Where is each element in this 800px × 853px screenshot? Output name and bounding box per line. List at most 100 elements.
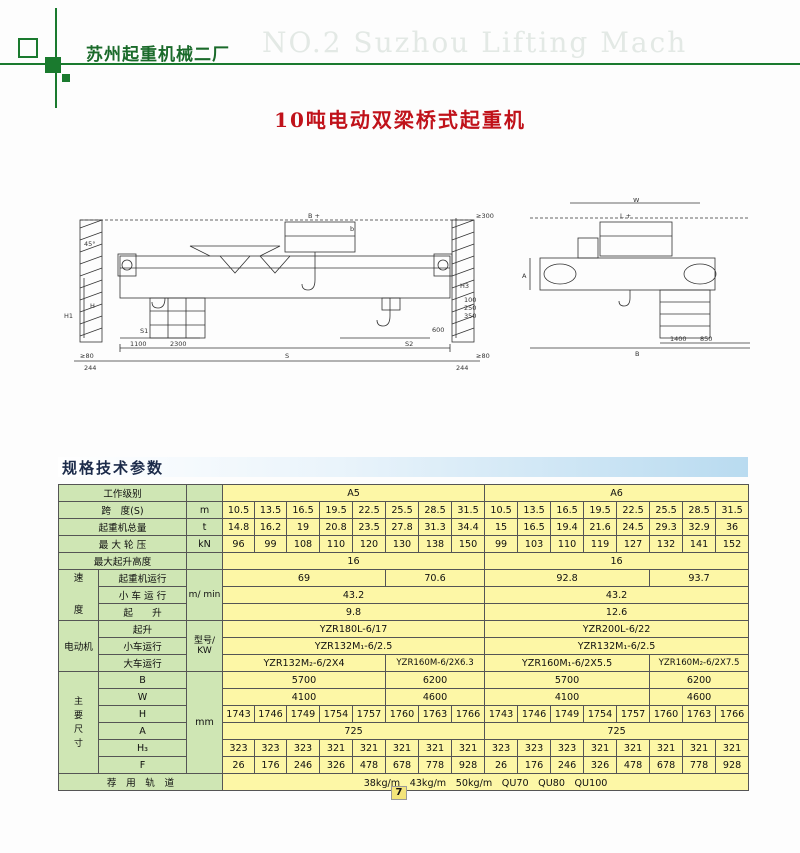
- cell: 1763: [682, 705, 717, 723]
- label-lift-height: 最大起升高度: [58, 552, 187, 570]
- cell: 26: [222, 756, 255, 774]
- cell: 16.5: [517, 518, 552, 536]
- cell: 1763: [418, 705, 452, 723]
- cell: 16.2: [254, 518, 287, 536]
- dim-80-right: ≥80: [476, 352, 490, 360]
- logo-square-outline: [18, 38, 38, 58]
- cell: 43.2: [484, 586, 750, 604]
- label-span: 跨 度(S): [58, 501, 187, 519]
- cell: 1766: [450, 705, 486, 723]
- end-truck-right: [433, 253, 453, 277]
- cell: YZR132M₁-6/2.5: [484, 637, 750, 655]
- crane-drawing: 45° B + b ≥300 H1 H H3 100 250 350 S1 11…: [64, 198, 750, 372]
- cell: 70.6: [384, 569, 486, 587]
- cell: 15: [484, 518, 519, 536]
- row-hoist: 起 升 9.8 12.6: [59, 603, 750, 621]
- cell: 321: [319, 739, 353, 757]
- cell: 92.8: [484, 569, 651, 587]
- row-dim-b: 主 要 尺 寸 B mm 5700 6200 5700 6200: [58, 671, 750, 774]
- cell: 326: [319, 756, 353, 774]
- cell: 130: [385, 535, 419, 553]
- row-dim-a: A 725 725: [59, 722, 750, 740]
- dim-s2: S2: [405, 340, 413, 348]
- cell: 19: [286, 518, 320, 536]
- label-a: A: [98, 722, 187, 740]
- cell: 725: [484, 722, 750, 740]
- cell: YZR200L-6/22: [484, 620, 750, 638]
- label-motor: 电动机: [58, 620, 99, 672]
- cell: 928: [450, 756, 486, 774]
- cell: 13.5: [517, 501, 552, 519]
- cell: 1743: [222, 705, 255, 723]
- cell: 132: [649, 535, 684, 553]
- dim-244-right: 244: [456, 364, 468, 372]
- group-a6: A6: [484, 484, 750, 502]
- cell: 31.5: [450, 501, 486, 519]
- left-wall: [79, 219, 103, 343]
- cell: 96: [222, 535, 255, 553]
- page-number: 7: [391, 786, 407, 800]
- dim-80-left: ≥80: [80, 352, 94, 360]
- unit-wheel: kN: [186, 535, 223, 553]
- unit-blank: [186, 484, 223, 502]
- cell: 19.4: [550, 518, 585, 536]
- cell: 176: [517, 756, 552, 774]
- operator-cab: [149, 297, 206, 339]
- cell: 25.5: [385, 501, 419, 519]
- cell: 778: [682, 756, 717, 774]
- unit-blank: [186, 552, 223, 570]
- label-motor-hoist: 起升: [98, 620, 187, 638]
- label-w: W: [98, 688, 187, 706]
- cell: 31.3: [418, 518, 452, 536]
- dim-h: H: [90, 302, 95, 310]
- row-trolley-travel: 小 车 运 行 43.2 43.2: [59, 586, 750, 604]
- cell: 13.5: [254, 501, 287, 519]
- cell: 1754: [319, 705, 353, 723]
- cell: 321: [649, 739, 684, 757]
- label-hoist: 起 升: [98, 603, 187, 621]
- cell: 108: [286, 535, 320, 553]
- cell: 1746: [517, 705, 552, 723]
- cell: 323: [517, 739, 552, 757]
- cell: 93.7: [649, 569, 750, 587]
- unit-motor: 型号/ KW: [186, 620, 223, 672]
- dim-1400: 1400: [670, 335, 687, 343]
- cell: YZR160M₂-6/2X7.5: [649, 654, 750, 672]
- cell: 150: [450, 535, 486, 553]
- cell: 323: [286, 739, 320, 757]
- end-truck-left: [117, 253, 137, 277]
- cell: 25.5: [649, 501, 684, 519]
- cell: 321: [715, 739, 750, 757]
- cell: 152: [715, 535, 750, 553]
- cell: 321: [450, 739, 486, 757]
- cell: 16: [484, 552, 750, 570]
- label-motor-crane: 大车运行: [98, 654, 187, 672]
- cell: 928: [715, 756, 750, 774]
- dim-1100: 1100: [130, 340, 147, 348]
- cell: 478: [352, 756, 386, 774]
- cell: 1749: [550, 705, 585, 723]
- unit-weight: t: [186, 518, 223, 536]
- cell: 323: [550, 739, 585, 757]
- cell: 1757: [352, 705, 386, 723]
- cell: 10.5: [222, 501, 255, 519]
- cell: 24.5: [616, 518, 651, 536]
- cell: 120: [352, 535, 386, 553]
- label-h: H: [98, 705, 187, 723]
- cell: 127: [616, 535, 651, 553]
- unit-dims: mm: [186, 671, 223, 774]
- cell: 110: [550, 535, 585, 553]
- label-dims-text: 主 要 尺 寸: [73, 696, 83, 749]
- cell: 323: [254, 739, 287, 757]
- label-weight: 起重机总量: [58, 518, 187, 536]
- label-f: F: [98, 756, 187, 774]
- label-trolley-travel: 小 车 运 行: [98, 586, 187, 604]
- cell: 5700: [222, 671, 386, 689]
- cell: 21.6: [583, 518, 618, 536]
- cell: 19.5: [319, 501, 353, 519]
